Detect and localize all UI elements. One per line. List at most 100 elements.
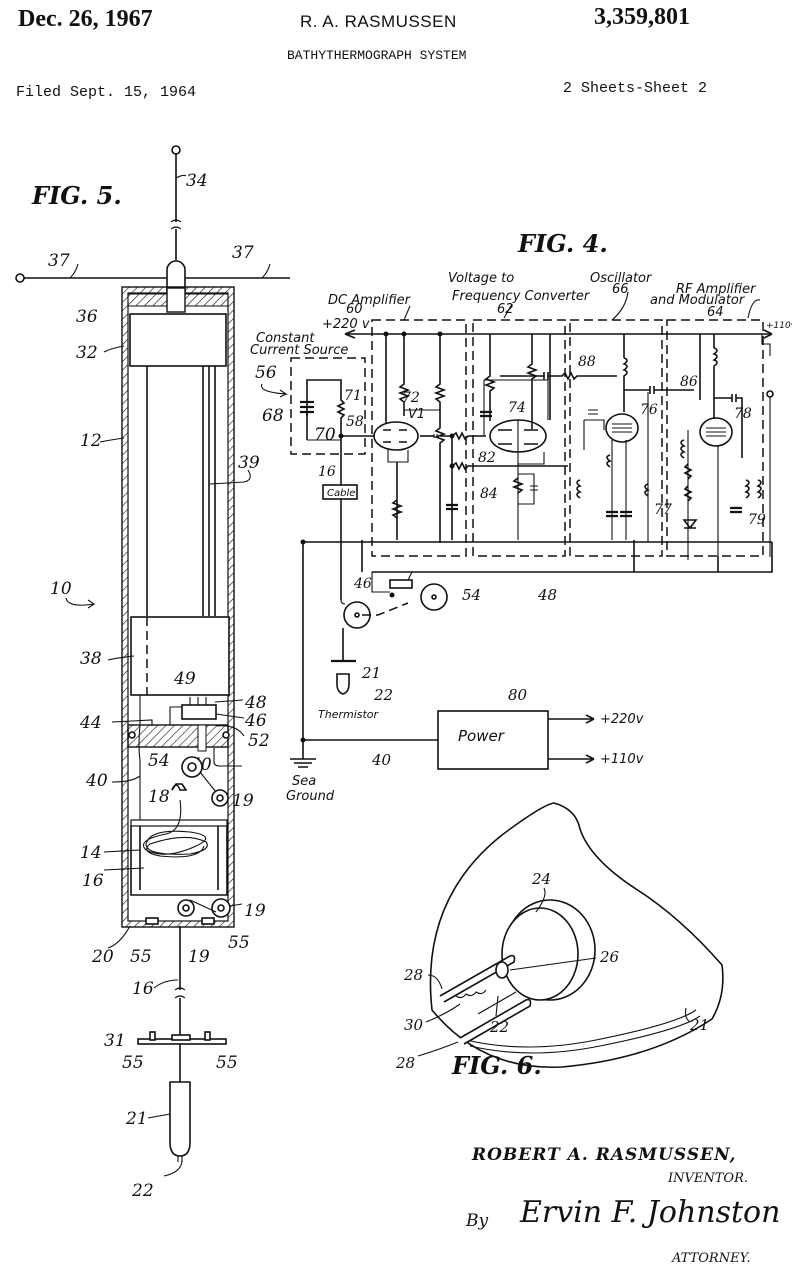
relay-46 [181, 704, 217, 720]
rail-110v-label: +110v [766, 321, 792, 331]
potentiometer [433, 334, 447, 543]
ref-32: 32 [76, 343, 98, 363]
ref-54: 54 [148, 751, 170, 771]
inventor-header: R. A. RASMUSSEN [300, 12, 457, 31]
ref-74: 74 [508, 400, 526, 416]
cable-box [322, 484, 358, 500]
patent-date: Dec. 26, 1967 [18, 6, 153, 32]
ref-86: 86 [680, 374, 698, 390]
signature-block: ROBERT A. RASMUSSEN, INVENTOR. By Ervin … [465, 1145, 780, 1266]
ref-19-c: 19 [188, 947, 210, 967]
ref-82: 82 [478, 450, 496, 466]
relay-46-schematic [389, 579, 413, 589]
ref-55-a: 55 [130, 947, 152, 967]
ref-49: 49 [173, 669, 196, 689]
ref-20: 20 [91, 947, 114, 967]
fig4-title: FIG. 4. [517, 229, 608, 258]
ref-28-bottom: 28 [395, 1054, 415, 1072]
vf-converter-label-2: Frequency Converter [452, 289, 591, 304]
sea-ground-label-2: Ground [286, 789, 335, 804]
inventor-name: ROBERT A. RASMUSSEN, [471, 1145, 736, 1165]
ref-78: 78 [734, 406, 752, 422]
thermistor-probe [169, 1081, 191, 1157]
thermistor-schematic [336, 673, 350, 695]
ref-21-fig6: 21 [689, 1016, 709, 1034]
bulkhead [127, 724, 229, 748]
ccs-label-2: Current Source [250, 343, 348, 358]
ref-37-right: 37 [232, 243, 254, 263]
ref-16: 16 [318, 464, 336, 480]
figure-4: FIG. 4. DC Amplifier 60 Voltage to Frequ… [250, 229, 792, 804]
ref-52: 52 [248, 731, 270, 751]
ref-19-b: 19 [244, 901, 266, 921]
ref-70: 70 [314, 425, 336, 445]
transmitter-block [129, 313, 227, 367]
bell-18 [171, 783, 188, 791]
ref-77: 77 [654, 502, 672, 518]
filed-date: Filed Sept. 15, 1964 [16, 84, 197, 101]
ref-46: 46 [244, 711, 267, 731]
coil-16 [142, 799, 208, 858]
ref-10: 10 [50, 579, 72, 599]
ref-21: 21 [125, 1109, 148, 1129]
dipole-antenna [15, 263, 290, 283]
ref-24: 24 [531, 870, 551, 888]
power-output-110v: +110v [600, 752, 644, 767]
ref-68: 68 [262, 406, 284, 426]
ref-28-top: 28 [403, 966, 423, 984]
rf-amplifier-ref: 64 [707, 305, 724, 320]
figure-6: 24 26 28 30 22 28 21 FIG. 6. [395, 802, 724, 1080]
ref-12: 12 [80, 431, 102, 451]
sheet-number: 2 Sheets-Sheet 2 [563, 80, 708, 97]
ref-48: 48 [244, 693, 267, 713]
attorney-role: ATTORNEY. [671, 1251, 751, 1266]
fig6-title: FIG. 6. [451, 1051, 542, 1080]
ref-55-b: 55 [228, 933, 250, 953]
figure-5: FIG. 5. 34 37 37 36 [15, 145, 290, 1201]
ref-55-c: 55 [122, 1053, 144, 1073]
ref-39: 39 [238, 453, 260, 473]
ref-84: 84 [480, 486, 498, 502]
ref-79: 79 [748, 512, 766, 528]
rf-amplifier-block [666, 319, 764, 557]
attorney-signature: Ervin F. Johnston [519, 1195, 780, 1230]
ref-26: 26 [599, 948, 620, 966]
patent-title: BATHYTHERMOGRAPH SYSTEM [287, 48, 467, 63]
tube-v1 [373, 421, 419, 451]
ref-40: 40 [85, 771, 108, 791]
cable-label: Cable [327, 488, 355, 499]
ref-22: 22 [131, 1181, 154, 1201]
vf-converter-ref: 62 [497, 302, 514, 317]
ref-72: 72 [402, 390, 420, 406]
ref-80: 80 [508, 686, 528, 704]
ccs-label-1: Constant [256, 331, 315, 346]
ref-v1: V1 [408, 407, 425, 422]
ref-18: 18 [148, 787, 170, 807]
by-label: By [465, 1211, 488, 1231]
inventor-role: INVENTOR. [667, 1171, 748, 1186]
ref-44: 44 [79, 713, 102, 733]
ref-76: 76 [640, 402, 658, 418]
ref-71: 71 [344, 388, 362, 404]
dc-amplifier-ref: 60 [346, 302, 363, 317]
oscillator-label: Oscillator [590, 271, 653, 286]
vf-converter-block [472, 319, 566, 557]
ref-55-d: 55 [216, 1053, 238, 1073]
ref-58: 58 [346, 414, 364, 430]
ref-14: 14 [80, 843, 102, 863]
ref-46-schematic: 46 [353, 576, 372, 592]
vf-converter-label-1: Voltage to [448, 271, 514, 286]
ref-40-schematic: 40 [371, 751, 392, 769]
sea-ground-symbol [290, 758, 316, 768]
power-label: Power [458, 727, 505, 745]
sleeve-26 [495, 961, 509, 979]
ref-38: 38 [80, 649, 102, 669]
sea-ground-label-1: Sea [292, 774, 316, 789]
ref-48-schematic: 48 [537, 586, 557, 604]
oscillator-block [569, 319, 663, 557]
ref-21-schematic: 21 [361, 664, 381, 682]
constant-current-source-block [290, 357, 366, 455]
dc-amplifier-label: DC Amplifier [328, 293, 412, 308]
ref-22-fig6: 22 [489, 1018, 509, 1036]
